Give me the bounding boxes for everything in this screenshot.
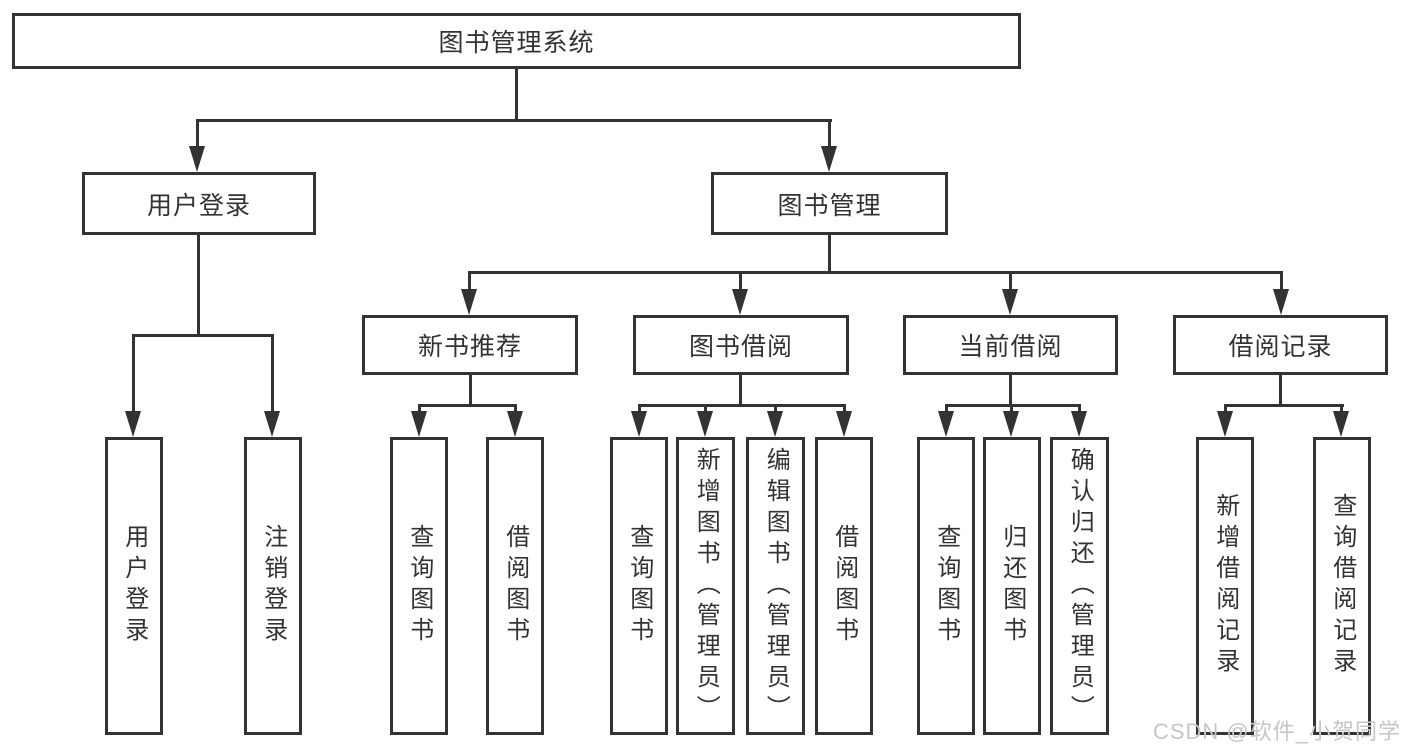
connector-line xyxy=(469,375,472,405)
leaf-query-books-3: 查询图书 xyxy=(917,437,975,735)
node-label: 查询图书 xyxy=(932,524,960,648)
leaf-user-login: 用户登录 xyxy=(105,437,163,735)
leaf-return-book: 归还图书 xyxy=(983,437,1041,735)
arrow-down-icon xyxy=(189,146,205,172)
leaf-query-books-2: 查询图书 xyxy=(610,437,668,735)
node-label: 新增借阅记录 xyxy=(1211,493,1239,679)
connector-line xyxy=(1009,375,1012,405)
node-label: 注销登录 xyxy=(259,524,287,648)
arrow-down-icon xyxy=(264,411,280,437)
connector-line xyxy=(1280,271,1283,291)
node-label: 图书借阅 xyxy=(688,333,793,361)
node-label: 借阅记录 xyxy=(1228,333,1333,361)
node-label: 图书管理系统 xyxy=(438,29,595,57)
connector-line xyxy=(843,404,846,414)
arrow-down-icon xyxy=(938,411,954,437)
arrow-down-icon xyxy=(507,411,523,437)
leaf-logout: 注销登录 xyxy=(244,437,302,735)
connector-line xyxy=(945,404,948,414)
arrow-down-icon xyxy=(631,411,647,437)
connector-line xyxy=(271,334,274,413)
node-current-borrow: 当前借阅 xyxy=(903,315,1118,375)
node-label: 用户登录 xyxy=(120,524,148,648)
node-borrow-records: 借阅记录 xyxy=(1173,315,1388,375)
node-label: 查询图书 xyxy=(625,524,653,648)
node-label: 图书管理 xyxy=(777,191,882,220)
leaf-edit-book-admin: 编辑图书（管理员） xyxy=(746,437,805,735)
connector-line xyxy=(1009,271,1012,291)
node-label: 借阅图书 xyxy=(830,524,858,648)
connector-line xyxy=(774,404,777,414)
leaf-confirm-return-admin: 确认归还（管理员） xyxy=(1050,437,1109,735)
connector-line xyxy=(945,404,1081,407)
node-label: 查询借阅记录 xyxy=(1328,493,1356,679)
watermark: CSDN @软件_小贺同学 xyxy=(1152,719,1401,744)
arrow-down-icon xyxy=(836,411,852,437)
arrow-down-icon xyxy=(1333,411,1349,437)
connector-line xyxy=(638,404,846,407)
connector-line xyxy=(638,404,641,414)
connector-line xyxy=(828,119,831,149)
node-label: 当前借阅 xyxy=(958,333,1063,361)
leaf-add-borrow-record: 新增借阅记录 xyxy=(1196,437,1254,735)
arrow-down-icon xyxy=(1217,411,1233,437)
leaf-query-books-1: 查询图书 xyxy=(390,437,448,735)
connector-line xyxy=(739,271,742,291)
arrow-down-icon xyxy=(732,289,748,315)
connector-line xyxy=(418,404,517,407)
leaf-borrow-books-1: 借阅图书 xyxy=(486,437,544,735)
connector-line xyxy=(1224,404,1344,407)
node-label: 确认归还（管理员） xyxy=(1066,446,1094,726)
leaf-add-book-admin: 新增图书（管理员） xyxy=(676,437,735,735)
arrow-down-icon xyxy=(767,411,783,437)
connector-line xyxy=(1224,404,1227,414)
arrow-down-icon xyxy=(1002,289,1018,315)
connector-line xyxy=(132,334,135,413)
node-new-book-recommend: 新书推荐 xyxy=(362,315,578,375)
arrow-down-icon xyxy=(821,146,837,172)
connector-line xyxy=(1010,404,1013,414)
node-library-system: 图书管理系统 xyxy=(12,13,1021,69)
node-label: 编辑图书（管理员） xyxy=(762,446,790,726)
connector-line xyxy=(418,404,421,414)
node-label: 借阅图书 xyxy=(501,524,529,648)
arrow-down-icon xyxy=(411,411,427,437)
node-book-management: 图书管理 xyxy=(711,172,948,235)
arrow-down-icon xyxy=(1273,289,1289,315)
node-label: 新增图书（管理员） xyxy=(692,446,720,726)
arrow-down-icon xyxy=(697,411,713,437)
node-label: 查询图书 xyxy=(405,524,433,648)
connector-line xyxy=(468,271,471,291)
arrow-down-icon xyxy=(125,411,141,437)
connector-line xyxy=(514,404,517,414)
arrow-down-icon xyxy=(1071,411,1087,437)
connector-line xyxy=(828,235,831,272)
arrow-down-icon xyxy=(1003,411,1019,437)
node-book-borrow: 图书借阅 xyxy=(633,315,849,375)
connector-line xyxy=(132,334,274,337)
node-user-login: 用户登录 xyxy=(82,172,316,235)
arrow-down-icon xyxy=(461,289,477,315)
node-label: 归还图书 xyxy=(998,524,1026,648)
connector-line xyxy=(1279,375,1282,405)
connector-line xyxy=(1078,404,1081,414)
connector-line xyxy=(1340,404,1343,414)
connector-line xyxy=(739,375,742,405)
leaf-query-borrow-record: 查询借阅记录 xyxy=(1313,437,1371,735)
connector-line xyxy=(196,119,199,149)
connector-line xyxy=(197,235,200,335)
node-label: 用户登录 xyxy=(146,191,251,220)
connector-line xyxy=(196,119,832,122)
leaf-borrow-books-2: 借阅图书 xyxy=(815,437,873,735)
connector-line xyxy=(704,404,707,414)
connector-line xyxy=(515,69,518,120)
node-label: 新书推荐 xyxy=(417,333,522,361)
connector-line xyxy=(468,271,1283,274)
